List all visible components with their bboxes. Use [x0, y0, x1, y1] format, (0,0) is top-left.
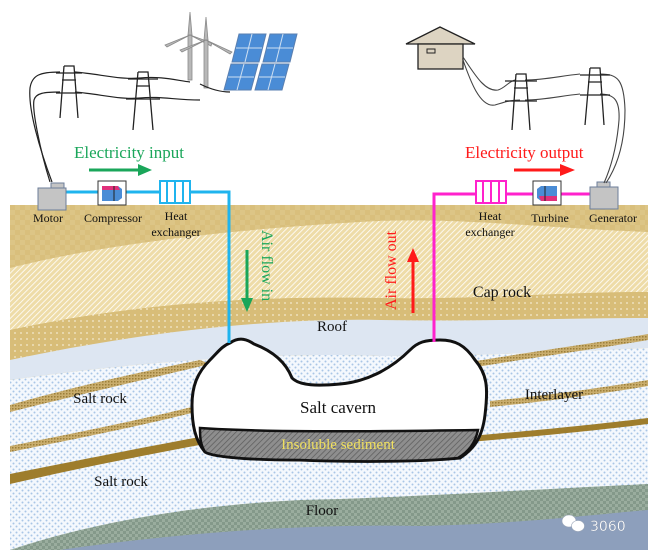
- motor-label: Motor: [33, 211, 63, 225]
- air-flow-in-label: Air flow in: [258, 230, 275, 301]
- electricity-output-arrow-icon: [514, 164, 575, 176]
- solar-panel-icon: [223, 33, 298, 91]
- air-flow-in-arrow-icon: [241, 250, 253, 312]
- transmission-tower-icon: [56, 65, 82, 119]
- watermark-text: 3060: [590, 519, 626, 535]
- heat-exchanger-output-icon: [475, 180, 507, 204]
- turbine-icon: [532, 180, 562, 206]
- salt-rock-upper-label: Salt rock: [73, 391, 127, 407]
- insoluble-sediment: [198, 426, 480, 463]
- heat-exchanger-output-label-line2: exchanger: [465, 225, 514, 239]
- air-flow-out-label: Air flow out: [383, 230, 400, 310]
- wechat-icon: [561, 514, 585, 532]
- compressor-icon: [97, 180, 127, 206]
- roof-layer: [10, 318, 648, 380]
- transmission-tower-icon: [126, 71, 160, 131]
- electricity-output-heading: Electricity output: [465, 143, 584, 162]
- interlayer-label: Interlayer: [525, 387, 583, 403]
- wind-turbine-icon: [179, 16, 233, 89]
- generator-icon: [589, 181, 619, 210]
- cavern-label: Salt cavern: [300, 398, 376, 417]
- air-flow-out-arrow-icon: [407, 248, 419, 313]
- heat-exchanger-output-label-line1: Heat: [479, 209, 502, 223]
- interlayer-band-3: [10, 436, 205, 484]
- roof-label: Roof: [317, 319, 347, 335]
- salt-cavern: Salt cavern Insoluble sediment: [190, 337, 489, 463]
- generator-label: Generator: [589, 211, 637, 225]
- source-cable: [199, 83, 231, 93]
- cap-rock-hatched-layer: [10, 220, 648, 330]
- interlayer-band-2: [10, 405, 200, 452]
- interlayer-band-3-right: [470, 418, 648, 442]
- interlayer-band-2-right: [490, 380, 648, 407]
- cap-rock-label: Cap rock: [473, 284, 531, 301]
- geology: [10, 205, 648, 550]
- transmission-tower-icon: [505, 73, 537, 131]
- turbine-label: Turbine: [531, 211, 569, 225]
- electricity-input-heading: Electricity input: [74, 143, 184, 162]
- heat-exchanger-input-icon: [159, 180, 191, 204]
- compressor-label: Compressor: [84, 211, 142, 225]
- power-lines-input: [29, 71, 201, 183]
- interlayer-band-1-right: [470, 334, 648, 368]
- house-icon: [405, 26, 476, 70]
- heat-exchanger-input-label-line2: exchanger: [151, 225, 200, 239]
- sediment-label: Insoluble sediment: [281, 437, 396, 453]
- interlayer-band-1: [10, 360, 210, 412]
- floor-label: Floor: [306, 503, 339, 519]
- salt-rock-lower-label: Salt rock: [94, 474, 148, 490]
- bedrock-layer: [60, 510, 648, 550]
- electricity-input-arrow-icon: [89, 164, 152, 176]
- transmission-tower-icon: [580, 67, 610, 126]
- cap-rock-dotted-layer: [10, 292, 648, 360]
- motor-icon: [37, 182, 67, 211]
- heat-exchanger-input-label-line1: Heat: [165, 209, 188, 223]
- power-lines-output: [462, 56, 626, 184]
